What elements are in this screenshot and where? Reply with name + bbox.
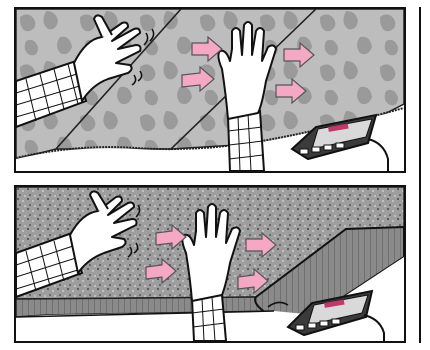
top-scene-svg [16,9,404,171]
panel-bottom-speckled-carpet [14,185,406,343]
panel-top-patterned-carpet [14,7,406,173]
sleeve-icon-center [228,111,264,171]
page-edge-rule [419,7,421,343]
sleeve-icon-center [192,295,226,341]
bottom-scene-svg [16,187,404,341]
